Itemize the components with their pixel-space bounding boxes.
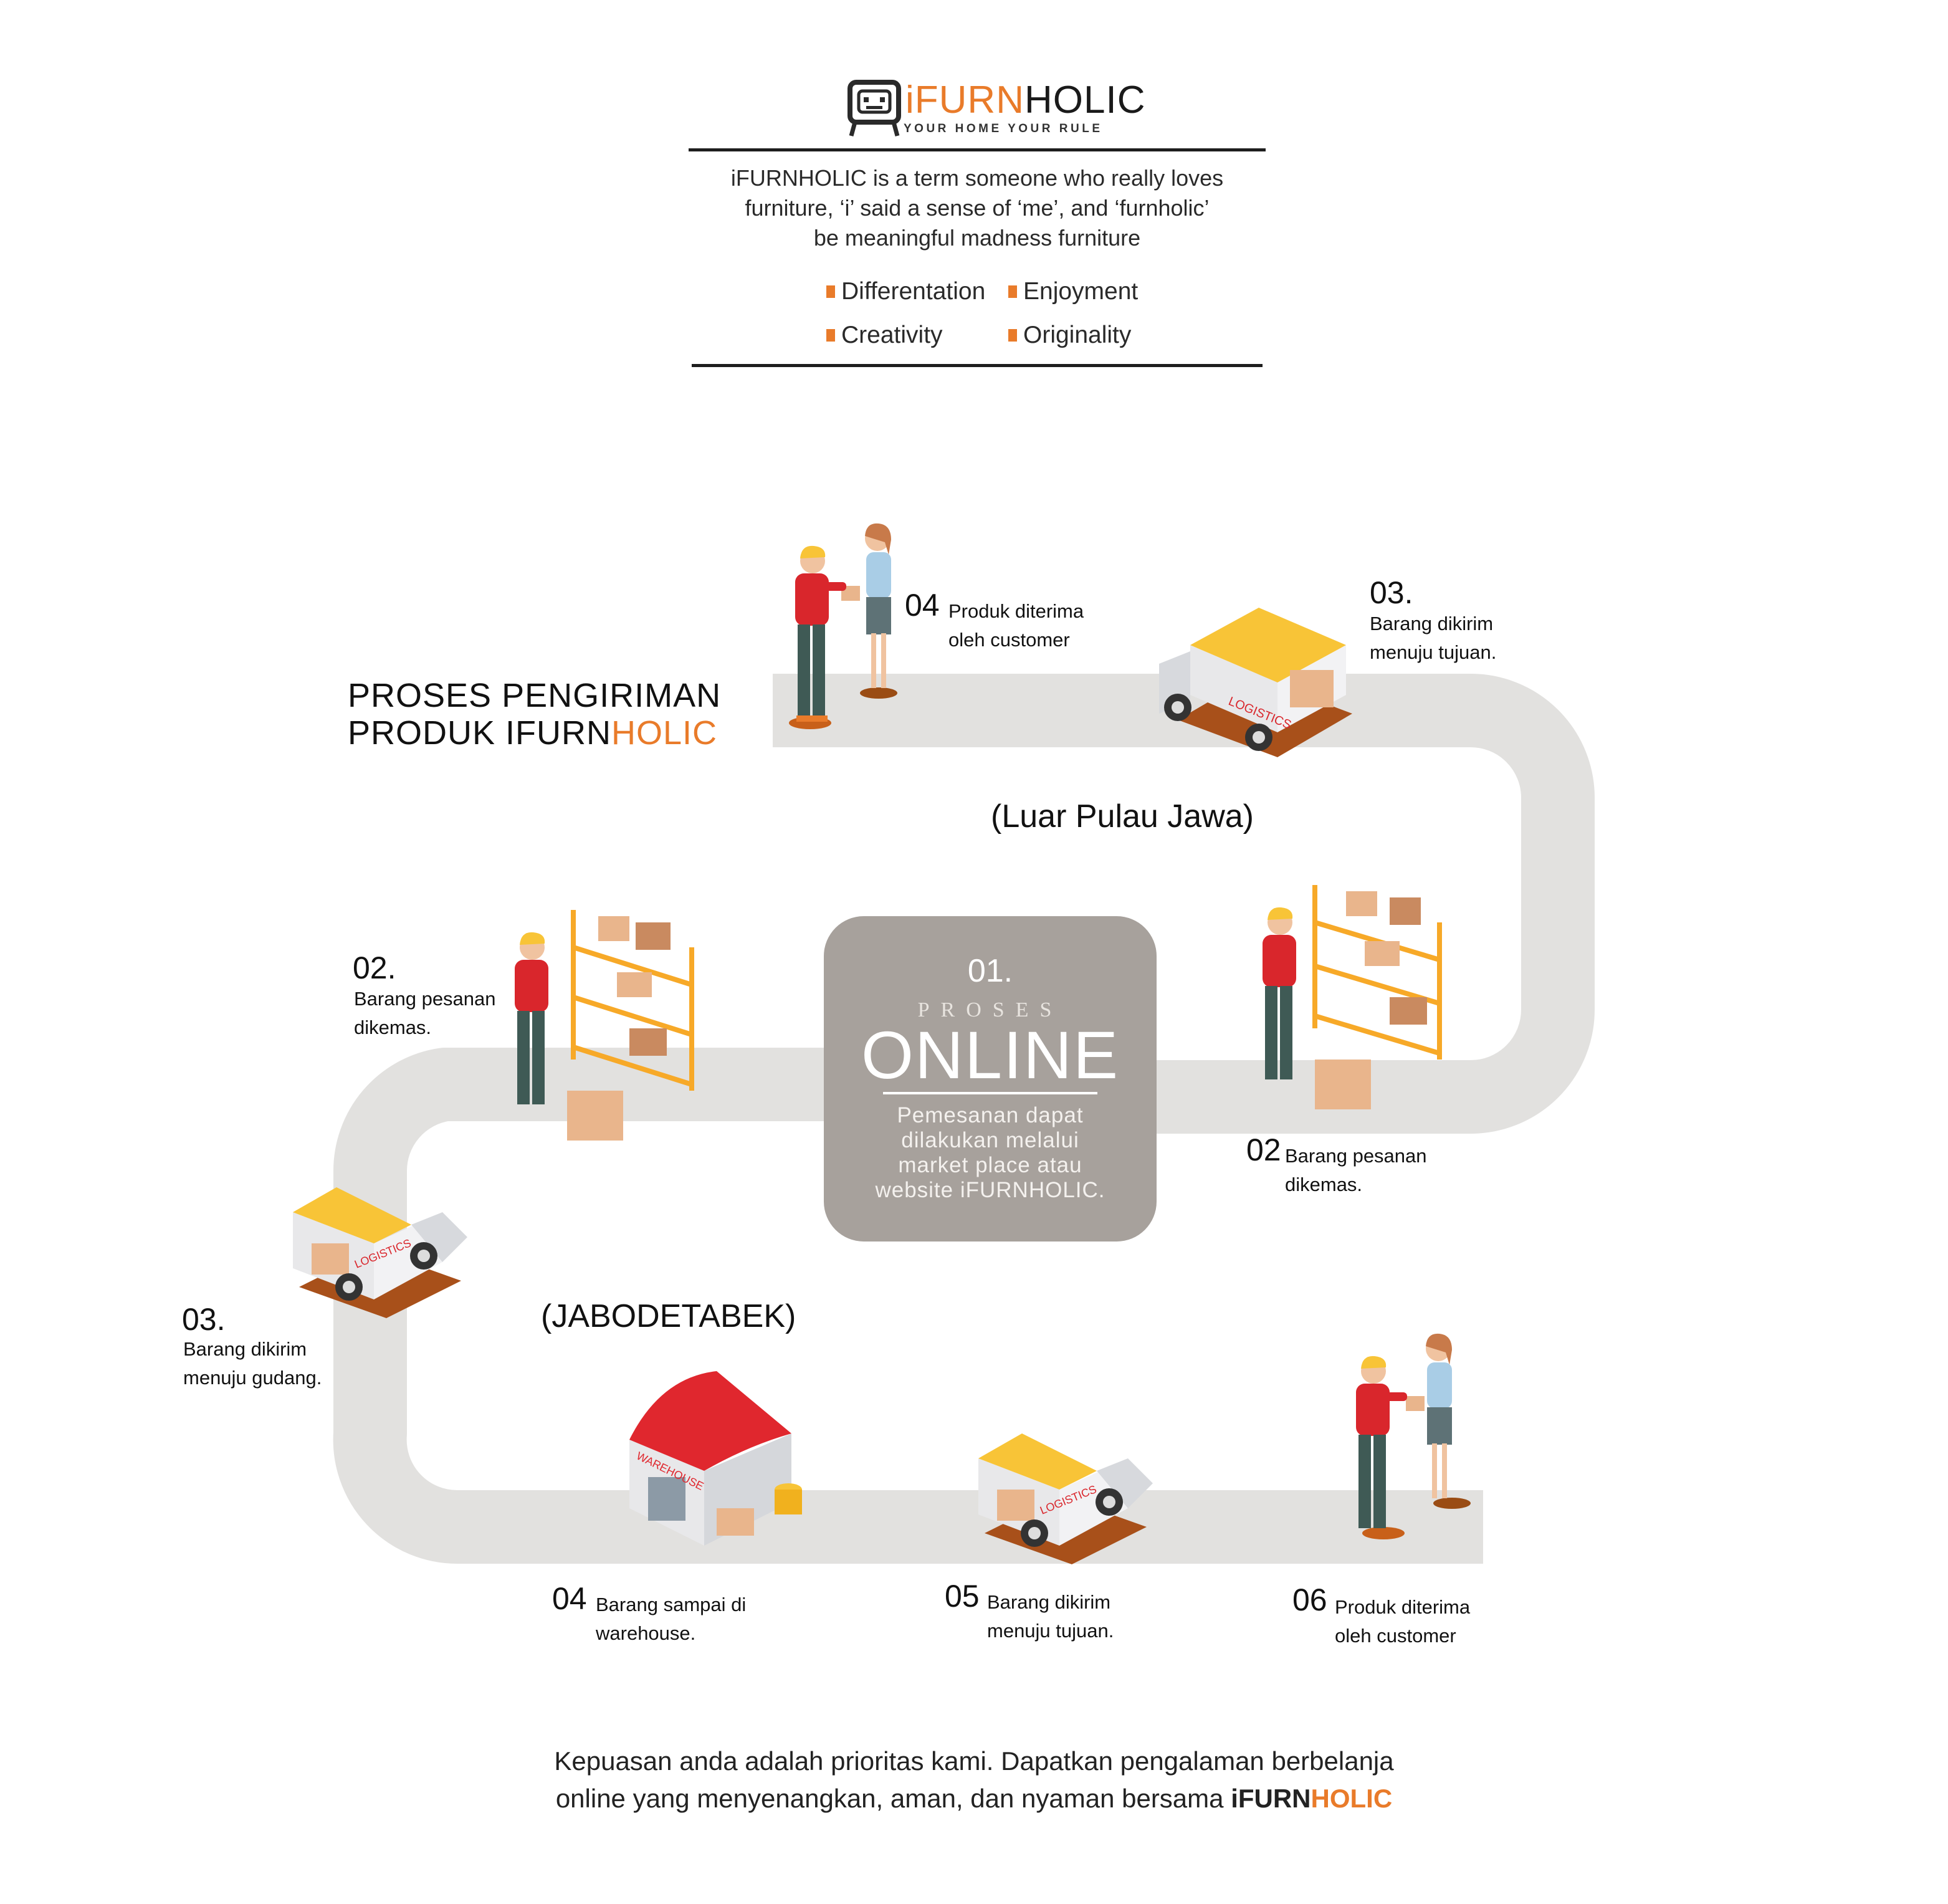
inner-step-06-number: 06 [1292,1582,1327,1617]
value-label: Creativity [841,322,943,348]
step-line: dikemas. [1285,1174,1363,1195]
title-orange-part: HOLIC [611,714,718,752]
brand-logo: iFURNHOLIC YOUR HOME YOUR RULE [846,79,1145,141]
step-line: oleh customer [948,629,1070,651]
warehouse-building-icon: WAREHOUSE [629,1371,802,1546]
outer-step-02-text: Barang pesanan dikemas. [1285,1142,1427,1199]
warehouse-worker-icon [515,910,694,1141]
header-rule-top [689,148,1266,151]
inner-step-04-text: Barang sampai di warehouse. [596,1591,746,1648]
center-description: Pemesanan dapat dilakukan melalui market… [849,1103,1132,1203]
inner-step-02-number: 02. [353,950,396,985]
step-line: menuju gudang. [183,1367,322,1389]
title-line-1: PROSES PENGIRIMAN [348,677,722,714]
center-desc-line: dilakukan melalui [901,1128,1079,1152]
delivery-truck-icon: LOGISTICS [978,1433,1153,1564]
value-label: Originality [1023,322,1132,348]
center-underline [883,1092,1097,1094]
brand-name-part1: iFURN [905,79,1024,122]
inner-step-05-number: 05 [945,1579,980,1614]
value-item-1: Differentation [826,278,985,305]
bullet-square [826,285,835,298]
inner-step-02-text: Barang pesanan dikemas. [354,985,496,1042]
step-line: Barang dikirim [987,1591,1111,1613]
step-line: Barang dikirim [183,1338,307,1360]
footer-brand-part1: iFURN [1231,1784,1311,1813]
brand-tagline: YOUR HOME YOUR RULE [904,122,1103,135]
footer-line-2: online yang menyenangkan, aman, dan nyam… [436,1780,1512,1817]
inner-step-03-text: Barang dikirim menuju gudang. [183,1335,322,1392]
sofa-face-icon [847,80,901,136]
center-headline: ONLINE [861,1017,1120,1093]
value-item-4: Originality [1008,322,1131,349]
step-line: oleh customer [1335,1625,1456,1647]
intro-line-3: be meaningful madness furniture [813,225,1141,251]
region-label-inner: (JABODETABEK) [541,1298,796,1334]
outer-step-02-number: 02 [1246,1132,1281,1167]
bullet-square [826,329,835,342]
footer-line-2-text: online yang menyenangkan, aman, dan nyam… [555,1784,1231,1813]
intro-line-2: furniture, ‘i’ said a sense of ‘me’, and… [745,195,1210,221]
value-label: Differentation [841,278,986,305]
process-title: PROSES PENGIRIMAN PRODUK IFURNHOLIC [348,677,721,752]
bullet-square [1008,285,1017,298]
step-line: menuju tujuan. [1370,641,1497,663]
center-desc-line: website iFURNHOLIC. [875,1178,1105,1202]
outer-step-03-number: 03. [1370,575,1413,610]
step-line: Barang pesanan [354,988,496,1010]
online-process-card: 01. PROSES ONLINE Pemesanan dapat dilaku… [824,916,1157,1241]
step-line: Barang pesanan [1285,1145,1427,1167]
inner-step-05-text: Barang dikirim menuju tujuan. [987,1588,1114,1645]
courier-handover-icon [1356,1333,1471,1539]
center-kicker: PROSES [917,998,1063,1021]
title-line-2: PRODUK IFURNHOLIC [348,714,721,752]
brand-name-part2: HOLIC [1024,79,1146,122]
warehouse-worker-icon [1263,885,1442,1109]
center-desc-line: Pemesanan dapat [897,1103,1084,1127]
center-desc-line: market place atau [898,1153,1082,1177]
step-line: Produk diterima [1335,1596,1471,1618]
intro-line-1: iFURNHOLIC is a term someone who really … [730,165,1224,191]
step-line: warehouse. [596,1622,696,1644]
step-line: dikemas. [354,1017,432,1038]
outer-step-04-text: Produk diterima oleh customer [948,597,1084,654]
delivery-truck-icon: LOGISTICS [1159,608,1352,757]
footer-brand-part2: HOLIC [1311,1784,1393,1813]
courier-handover-icon [789,523,897,729]
step-line: Barang sampai di [596,1594,747,1615]
step-line: menuju tujuan. [987,1620,1114,1642]
region-label-outer: (Luar Pulau Jawa) [991,798,1254,835]
value-label: Enjoyment [1023,278,1139,305]
intro-text: iFURNHOLIC is a term someone who really … [690,163,1264,253]
value-item-3: Creativity [826,322,943,349]
delivery-truck-icon: LOGISTICS [293,1187,467,1318]
title-black-part: PRODUK IFURN [348,714,612,752]
outer-step-04-number: 04 [905,588,940,623]
step-line: Produk diterima [948,600,1084,622]
outer-step-03-text: Barang dikirim menuju tujuan. [1370,610,1496,667]
step-line: Barang dikirim [1370,613,1494,634]
footer-message: Kepuasan anda adalah prioritas kami. Dap… [436,1743,1512,1817]
inner-step-06-text: Produk diterima oleh customer [1335,1593,1470,1650]
brand-wordmark: iFURNHOLIC [905,81,1145,120]
inner-step-04-number: 04 [552,1581,587,1616]
center-step-number: 01. [967,953,1013,989]
inner-step-03-number: 03. [182,1302,226,1337]
bullet-square [1008,329,1017,342]
header-rule-bottom [692,364,1263,367]
value-item-2: Enjoyment [1008,278,1138,305]
footer-line-1: Kepuasan anda adalah prioritas kami. Dap… [554,1746,1394,1776]
